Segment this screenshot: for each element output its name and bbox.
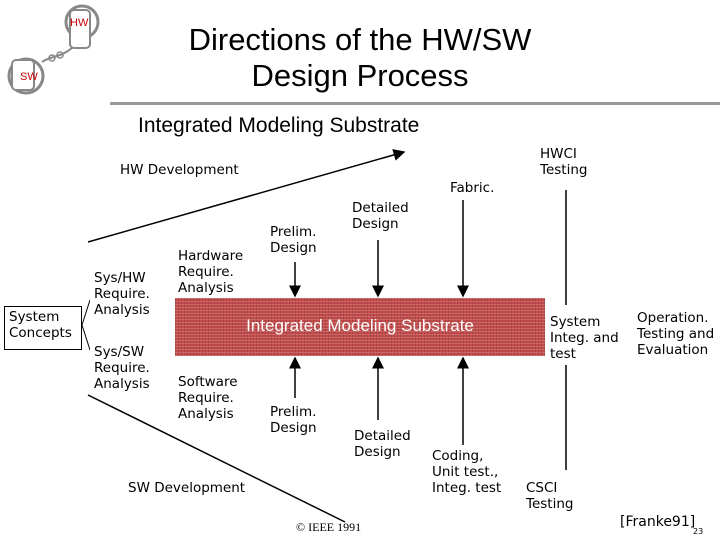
software-require-analysis-box: Software Require. Analysis — [174, 372, 242, 424]
page-title: Directions of the HW/SW Design Process — [188, 22, 532, 93]
fabrication-box: Fabric. — [446, 178, 499, 198]
hw-development-label: HW Development — [120, 162, 239, 178]
handcuffs-icon: HW SW — [7, 4, 100, 95]
sw-development-label: SW Development — [128, 480, 246, 496]
sw-prelim-design-box: Prelim. Design — [266, 402, 321, 438]
page-number: 23 — [693, 527, 704, 536]
handcuffs-logo: HW SW — [0, 0, 110, 100]
hardware-require-analysis-box: Hardware Require. Analysis — [174, 246, 248, 298]
hw-prelim-design-box: Prelim. Design — [266, 222, 321, 258]
sys-sw-analysis-box: Sys/SW Require. Analysis — [90, 342, 154, 394]
coding-unit-test-box: Coding, Unit test., Integ. test — [428, 446, 506, 498]
copyright-notice: © IEEE 1991 — [296, 520, 362, 534]
logo-sw-label: SW — [20, 71, 38, 83]
logo-hw-label: HW — [70, 17, 89, 29]
diagram-subtitle: Integrated Modeling Substrate — [138, 114, 420, 137]
hwci-testing-box: HWCI Testing — [536, 144, 592, 180]
integrated-modeling-substrate-band — [175, 298, 545, 356]
csci-testing-box: CSCI Testing — [522, 478, 578, 514]
title-divider — [110, 102, 720, 105]
sw-detailed-design-box: Detailed Design — [350, 426, 415, 462]
citation: [Franke91] — [620, 514, 696, 530]
sys-hw-analysis-box: Sys/HW Require. Analysis — [90, 268, 154, 320]
system-concepts-box: System Concepts — [4, 306, 82, 350]
hw-detailed-design-box: Detailed Design — [348, 198, 413, 234]
hw-development-arrow — [87, 149, 406, 243]
substrate-label: Integrated Modeling Substrate — [246, 316, 474, 335]
system-integ-test-box: System Integ. and test — [546, 312, 623, 364]
operation-testing-evaluation-box: Operation. Testing and Evaluation — [633, 308, 719, 360]
sw-development-arrow — [87, 394, 346, 523]
